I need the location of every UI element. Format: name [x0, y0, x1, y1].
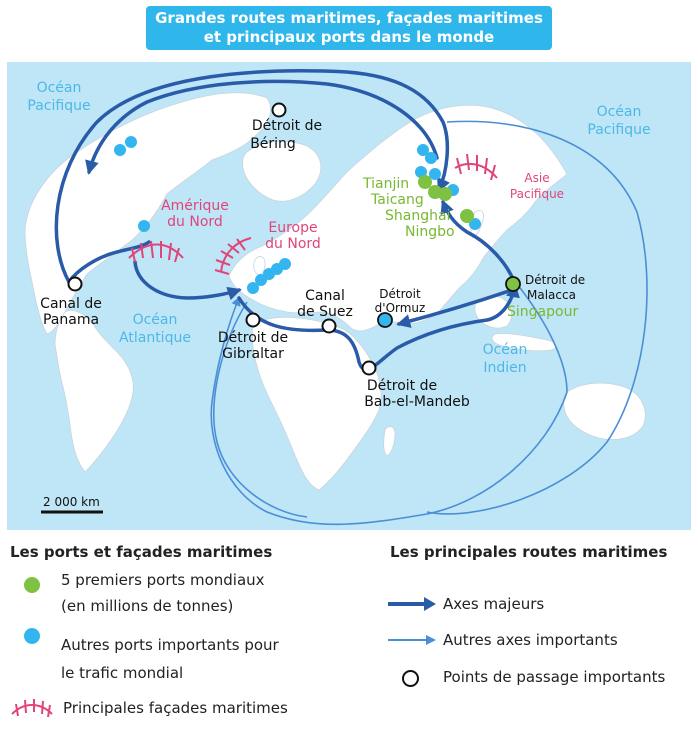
label-bering-1: Détroit de: [252, 118, 322, 134]
port-singapore: [505, 276, 521, 292]
facade-north-europe: [214, 237, 252, 275]
route-major-china: [440, 199, 517, 286]
top5-ports: [418, 175, 521, 292]
world-map: Océan Pacifique Océan Pacifique Océan At…: [7, 62, 691, 530]
legend-passages: Points de passage importants: [443, 668, 666, 686]
legend-facades: Principales façades maritimes: [63, 699, 288, 717]
route-other-cape: [210, 283, 568, 526]
route-other-pacific: [426, 120, 648, 515]
label-ormuz-2: d'Ormuz: [375, 301, 426, 315]
label-atlantic-2: Atlantique: [119, 330, 191, 346]
south-america: [54, 309, 134, 473]
legend-ports-title: Les ports et façades maritimes: [10, 543, 273, 561]
title-line-1: Grandes routes maritimes, façades mariti…: [155, 9, 543, 27]
passage-panama: [67, 276, 83, 292]
other-ports: [114, 136, 481, 328]
scale-label: 2 000 km: [43, 495, 100, 509]
route-other-atlantic: [213, 301, 308, 518]
eurasia: [228, 104, 568, 332]
label-suez-1: Canal: [305, 288, 345, 304]
route-major-pacific-outer: [54, 69, 450, 284]
facade-north-america: [128, 240, 184, 263]
label-port-singapore: Singapour: [507, 304, 578, 320]
port-other: [247, 282, 259, 294]
passage-gibraltar: [245, 312, 261, 328]
facades: [128, 153, 498, 275]
legend-other-route-icon: [388, 635, 436, 645]
label-suez-2: de Suez: [297, 304, 353, 320]
legend-top5-line2: (en millions de tonnes): [61, 597, 234, 615]
label-asia-pacific-2: Pacifique: [510, 187, 564, 201]
legend-facade-icon: [11, 699, 53, 718]
label-malacca-1: Détroit de: [525, 273, 585, 287]
label-north-america-1: Amérique: [161, 198, 229, 214]
passage-suez: [321, 318, 337, 334]
port-other: [425, 152, 437, 164]
label-port-shanghai: Shanghai: [385, 208, 450, 224]
legend-top5-icon: [24, 577, 40, 593]
label-port-tianjin: Tianjin: [362, 176, 409, 192]
route-major-pacific-inner: [85, 79, 439, 175]
label-gibraltar-1: Détroit de: [218, 330, 288, 346]
label-panama-1: Canal de: [40, 296, 102, 312]
passage-points: [67, 102, 377, 376]
port-top5: [418, 175, 432, 189]
other-routes: [210, 120, 648, 526]
port-top5: [438, 187, 452, 201]
port-other: [469, 218, 481, 230]
label-port-ningbo: Ningbo: [405, 224, 455, 240]
route-major-ormuz: [396, 288, 514, 328]
port-other: [415, 166, 427, 178]
label-indian-2: Indien: [483, 360, 526, 376]
port-top5: [460, 209, 474, 223]
legend-other-ports-icon: [24, 628, 40, 644]
label-malacca-2: Malacca: [527, 288, 576, 302]
legend-top5-line1: 5 premiers ports mondiaux: [61, 571, 265, 589]
label-pacific-west-2: Pacifique: [27, 98, 90, 114]
label-panama-2: Panama: [43, 312, 99, 328]
label-pacific-east-1: Océan: [597, 104, 642, 120]
indonesia: [491, 333, 557, 352]
label-north-america-2: du Nord: [167, 214, 223, 230]
passage-bab-el-mandeb: [361, 360, 377, 376]
australia: [563, 382, 646, 440]
port-other: [114, 144, 126, 156]
port-other: [138, 220, 150, 232]
label-atlantic-1: Océan: [133, 312, 178, 328]
madagascar: [383, 426, 396, 457]
label-pacific-east-2: Pacifique: [587, 122, 650, 138]
legend-other-axes: Autres axes importants: [443, 631, 618, 649]
legend-routes-title: Les principales routes maritimes: [390, 543, 668, 561]
label-north-europe-1: Europe: [268, 220, 317, 236]
label-ormuz-1: Détroit: [379, 287, 421, 301]
port-other: [429, 168, 441, 180]
map-title: Grandes routes maritimes, façades mariti…: [146, 6, 552, 50]
label-gibraltar-2: Gibraltar: [222, 346, 284, 362]
label-pacific-west-1: Océan: [37, 80, 82, 96]
label-port-taicang: Taicang: [370, 192, 424, 208]
legend-major-route-icon: [388, 597, 436, 611]
north-america: [24, 92, 271, 335]
port-ormuz: [377, 312, 393, 328]
facade-asia-pacific: [454, 153, 498, 181]
legend-major: Axes majeurs: [443, 595, 545, 613]
route-major-atlantic: [133, 260, 242, 301]
british-isles: [253, 256, 266, 275]
label-indian-1: Océan: [483, 342, 528, 358]
label-north-europe-2: du Nord: [265, 236, 321, 252]
greenland: [242, 140, 322, 202]
label-bab-el-mandeb-1: Détroit de: [367, 378, 437, 394]
title-line-2: et principaux ports dans le monde: [203, 28, 495, 46]
passage-bering: [271, 102, 287, 118]
port-other: [279, 258, 291, 270]
label-asia-pacific-1: Asie: [524, 171, 549, 185]
port-other: [125, 136, 137, 148]
legend-other-line2: le trafic mondial: [61, 664, 184, 682]
label-bab-el-mandeb-2: Bab-el-Mandeb: [364, 394, 470, 410]
legend-other-line1: Autres ports importants pour: [61, 636, 279, 654]
legend-passage-icon: [402, 670, 419, 687]
label-bering-2: Béring: [250, 136, 296, 152]
port-other: [417, 144, 429, 156]
landmasses: [24, 92, 646, 491]
